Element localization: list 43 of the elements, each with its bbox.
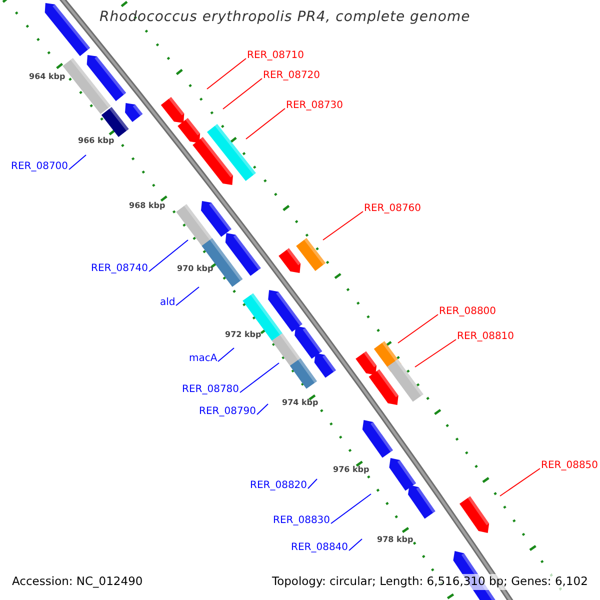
- gene-label: RER_08830: [273, 516, 330, 526]
- gene-label: RER_08780: [182, 385, 240, 395]
- position-label: 976 kbp: [333, 466, 370, 474]
- gene-label: RER_08840: [291, 543, 348, 553]
- footer-text: Accession: NC_012490: [10, 574, 145, 590]
- leader-line: [246, 108, 286, 140]
- position-label: 964 kbp: [29, 73, 66, 81]
- leader-line: [68, 154, 86, 170]
- gene-label: ald: [160, 298, 176, 308]
- gene-label: RER_08740: [91, 264, 148, 274]
- leader-line: [218, 348, 234, 362]
- gene-label: RER_08810: [457, 332, 514, 342]
- leader-line: [176, 286, 200, 306]
- gene-label: RER_08820: [250, 481, 308, 491]
- leader-line: [330, 494, 372, 524]
- leader-line: [148, 240, 188, 272]
- leader-line: [322, 211, 364, 240]
- position-label: 966 kbp: [78, 137, 114, 145]
- position-label: 968 kbp: [129, 202, 166, 210]
- gene-label: RER_08730: [286, 101, 344, 111]
- gene-label: macA: [189, 354, 218, 364]
- gene-label: RER_08710: [247, 51, 304, 61]
- leader-line: [500, 468, 540, 496]
- gene-label: RER_08790: [199, 407, 256, 417]
- leader-line: [308, 478, 318, 489]
- gene-label: RER_08700: [11, 162, 68, 172]
- leader-line: [256, 404, 268, 415]
- leader-line: [348, 538, 362, 551]
- position-label: 970 kbp: [177, 265, 214, 273]
- gene-label: RER_08800: [439, 307, 496, 317]
- position-label: 974 kbp: [282, 399, 318, 407]
- gene-label: RER_08720: [263, 71, 320, 81]
- leader-line: [222, 78, 262, 110]
- position-label: 978 kbp: [377, 536, 414, 544]
- gene-label: RER_08850: [541, 461, 598, 471]
- title: Rhodococcus erythropolis PR4, complete genome: [100, 10, 470, 24]
- gene-label: RER_08760: [364, 204, 422, 214]
- footer-text: Topology: circular; Length: 6,516,310 bp; Genes: 6,102: [270, 574, 590, 590]
- leader-line: [206, 58, 246, 90]
- leader-line: [414, 339, 456, 368]
- leader-line: [398, 314, 438, 344]
- leader-line: [240, 362, 280, 393]
- position-label: 972 kbp: [225, 331, 262, 339]
